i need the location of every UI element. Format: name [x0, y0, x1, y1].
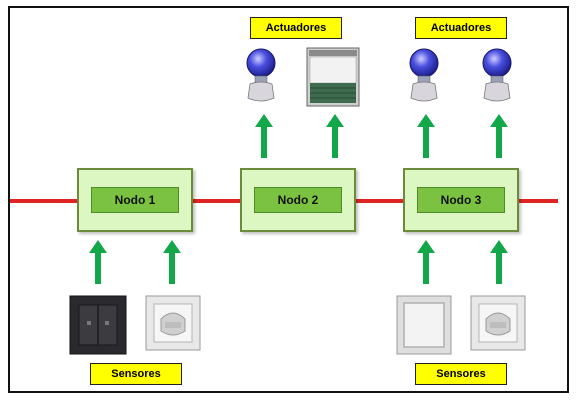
actuators-label-left: Actuadores: [250, 17, 342, 39]
rolling-shutter-icon: [306, 47, 360, 107]
single-switch-icon: [396, 295, 452, 355]
arrow-up-icon: [89, 240, 107, 284]
arrow-up-icon: [163, 240, 181, 284]
arrow-up-icon: [490, 240, 508, 284]
motion-sensor-icon: [470, 295, 526, 351]
light-bulb-icon: [482, 48, 512, 102]
light-bulb-icon: [246, 48, 276, 102]
double-switch-icon: [69, 295, 127, 355]
arrow-up-icon: [417, 114, 435, 158]
actuators-label-right: Actuadores: [415, 17, 507, 39]
node-2: Nodo 2: [240, 168, 356, 232]
arrow-up-icon: [255, 114, 273, 158]
sensors-label-left: Sensores: [90, 363, 182, 385]
light-bulb-icon: [409, 48, 439, 102]
sensors-label-right: Sensores: [415, 363, 507, 385]
node-1: Nodo 1: [77, 168, 193, 232]
node-3-label: Nodo 3: [417, 187, 505, 213]
arrow-up-icon: [490, 114, 508, 158]
motion-sensor-icon: [145, 295, 201, 351]
node-3: Nodo 3: [403, 168, 519, 232]
node-1-label: Nodo 1: [91, 187, 179, 213]
arrow-up-icon: [417, 240, 435, 284]
node-2-label: Nodo 2: [254, 187, 342, 213]
arrow-up-icon: [326, 114, 344, 158]
